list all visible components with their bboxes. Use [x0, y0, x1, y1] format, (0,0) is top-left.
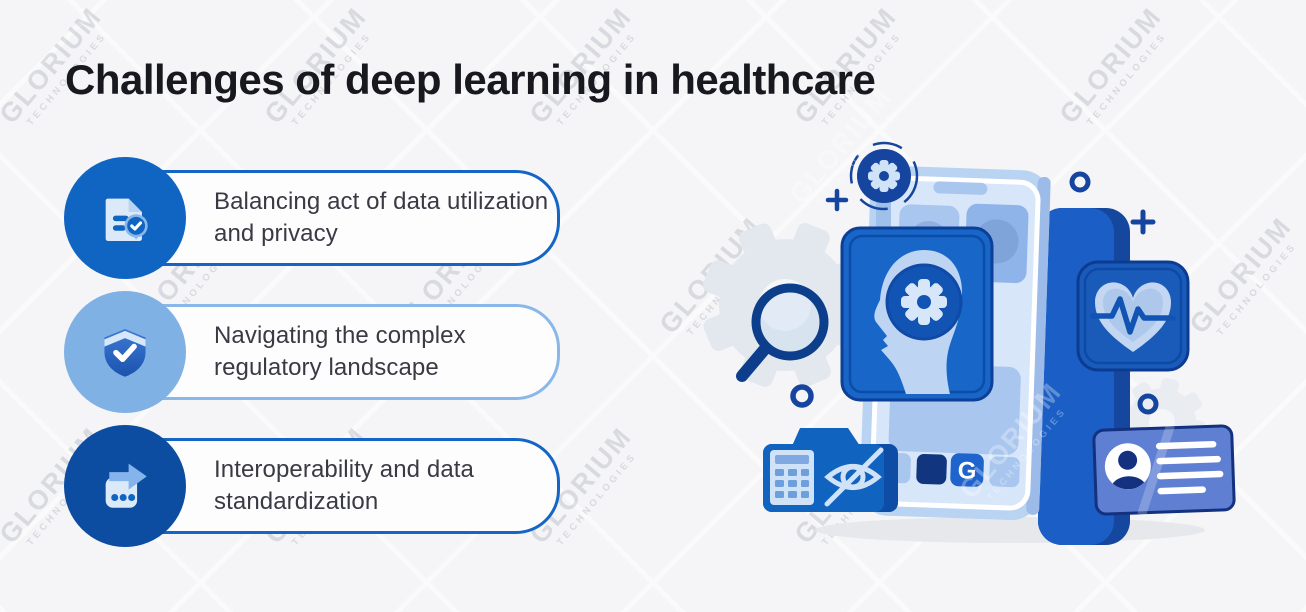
- ground-shadow: [815, 517, 1205, 543]
- phone-notch: [933, 181, 988, 195]
- data-transfer-icon: [105, 463, 147, 508]
- page-title: Challenges of deep learning in healthcar…: [65, 56, 876, 103]
- brain-gear-head-icon: [840, 226, 994, 402]
- id-card-icon: [1092, 424, 1236, 517]
- folder-icon: [763, 428, 898, 512]
- shield-check-icon: [104, 329, 146, 377]
- calculator-icon: [770, 450, 814, 505]
- item-icon-circle: [64, 425, 186, 547]
- logo-letter: G: [957, 457, 977, 485]
- healthcare-phone-illustration: G: [703, 141, 1236, 545]
- item-label: Navigating the complex regulatory landsc…: [214, 322, 466, 381]
- eye-off-icon: [824, 447, 884, 507]
- heart-pulse-app-icon: [1076, 260, 1190, 372]
- item-label: Interoperability and data standardizatio…: [214, 456, 475, 515]
- document-check-icon: [105, 198, 148, 241]
- item-icon-circle: [64, 291, 186, 413]
- item-label: Balancing act of data utilization and pr…: [214, 188, 549, 247]
- plus-icon: [825, 188, 1156, 235]
- ring-icon: [790, 171, 1159, 415]
- gear-badge-icon: [849, 141, 919, 211]
- magnifier-icon: [736, 283, 829, 382]
- glorium-logo-tile: G: [950, 453, 984, 487]
- item-icon-circle: [64, 157, 186, 279]
